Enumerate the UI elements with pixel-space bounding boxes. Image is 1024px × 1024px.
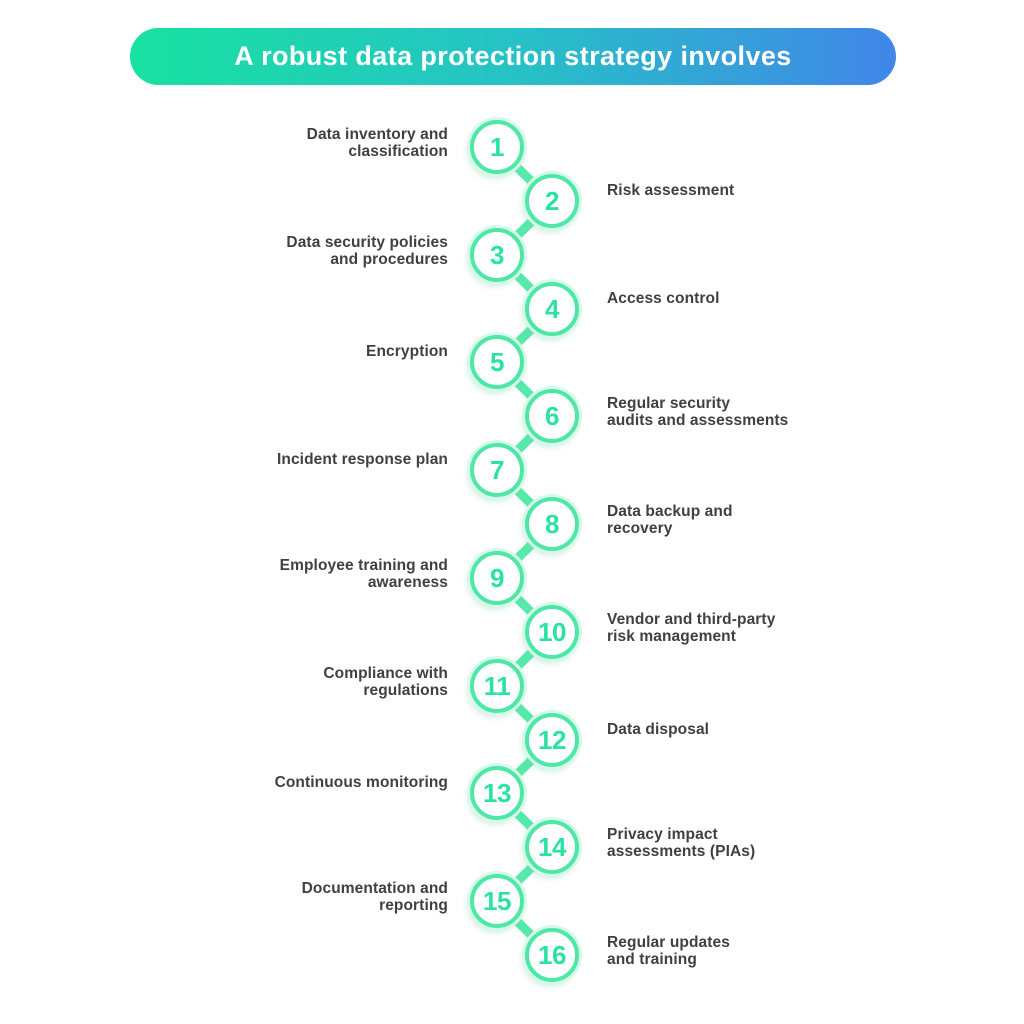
header-banner: A robust data protection strategy involv… xyxy=(130,28,896,85)
step-circle-7: 7 xyxy=(470,443,524,497)
step-circle-6: 6 xyxy=(525,389,579,443)
step-circle-12: 12 xyxy=(525,713,579,767)
step-label-line: Risk assessment xyxy=(607,182,735,200)
step-number: 11 xyxy=(483,670,511,701)
step-label-7: Incident response plan xyxy=(128,430,448,490)
step-number: 2 xyxy=(545,185,559,216)
step-label-12: Data disposal xyxy=(607,700,937,760)
step-circle-5: 5 xyxy=(470,335,524,389)
step-label-line: awareness xyxy=(367,574,448,591)
step-circle-13: 13 xyxy=(470,766,524,820)
step-label-line: Incident response plan xyxy=(276,451,448,469)
step-label-line: assessments (PIAs) xyxy=(607,843,756,860)
step-number: 10 xyxy=(538,616,566,647)
step-number: 8 xyxy=(545,508,559,539)
step-label-line: Continuous monitoring xyxy=(274,774,448,792)
step-label-line: Documentation and xyxy=(301,879,448,897)
step-number: 3 xyxy=(490,239,504,270)
step-circle-4: 4 xyxy=(525,282,579,336)
step-circle-16: 16 xyxy=(525,928,579,982)
step-label-5: Encryption xyxy=(128,322,448,382)
step-label-line: Access control xyxy=(607,290,720,308)
step-circle-8: 8 xyxy=(525,497,579,551)
step-label-line: and training xyxy=(607,951,697,968)
step-label-13: Continuous monitoring xyxy=(128,753,448,813)
step-label-line: Data security policies xyxy=(286,233,448,251)
step-label-line: Data backup and xyxy=(607,502,733,520)
step-circle-10: 10 xyxy=(525,605,579,659)
step-label-line: Employee training and xyxy=(279,556,448,574)
step-number: 1 xyxy=(490,131,504,162)
step-label-line: recovery xyxy=(607,520,673,537)
step-circle-15: 15 xyxy=(470,874,524,928)
step-label-line: reporting xyxy=(379,897,448,914)
step-circle-3: 3 xyxy=(470,228,524,282)
step-number: 5 xyxy=(490,346,504,377)
step-label-line: Encryption xyxy=(366,343,448,361)
step-number: 15 xyxy=(483,885,511,916)
step-label-line: audits and assessments xyxy=(607,412,789,429)
step-label-line: Regular security xyxy=(607,394,731,412)
step-label-line: Privacy impact xyxy=(607,825,718,843)
step-number: 16 xyxy=(538,939,566,970)
step-label-line: Data inventory and xyxy=(306,125,448,143)
step-number: 13 xyxy=(483,777,511,808)
step-number: 7 xyxy=(490,454,504,485)
step-label-line: risk management xyxy=(607,628,736,645)
page-title: A robust data protection strategy involv… xyxy=(234,41,792,71)
step-circle-1: 1 xyxy=(470,120,524,174)
step-label-line: Data disposal xyxy=(607,721,710,739)
step-label-line: Regular updates xyxy=(607,933,730,951)
step-circle-9: 9 xyxy=(470,551,524,605)
step-label-line: Compliance with xyxy=(323,664,448,682)
step-label-line: Vendor and third-party xyxy=(607,610,776,628)
step-label-line: and procedures xyxy=(330,251,448,268)
step-label-line: classification xyxy=(348,143,448,160)
step-number: 12 xyxy=(538,724,566,755)
step-label-2: Risk assessment xyxy=(607,161,937,221)
step-number: 9 xyxy=(490,562,504,593)
step-number: 4 xyxy=(545,293,559,324)
step-number: 6 xyxy=(545,400,559,431)
step-label-4: Access control xyxy=(607,269,937,329)
step-circle-2: 2 xyxy=(525,174,579,228)
step-circle-14: 14 xyxy=(525,820,579,874)
step-label-line: regulations xyxy=(363,682,448,699)
step-circle-11: 11 xyxy=(470,659,524,713)
step-number: 14 xyxy=(538,831,566,862)
